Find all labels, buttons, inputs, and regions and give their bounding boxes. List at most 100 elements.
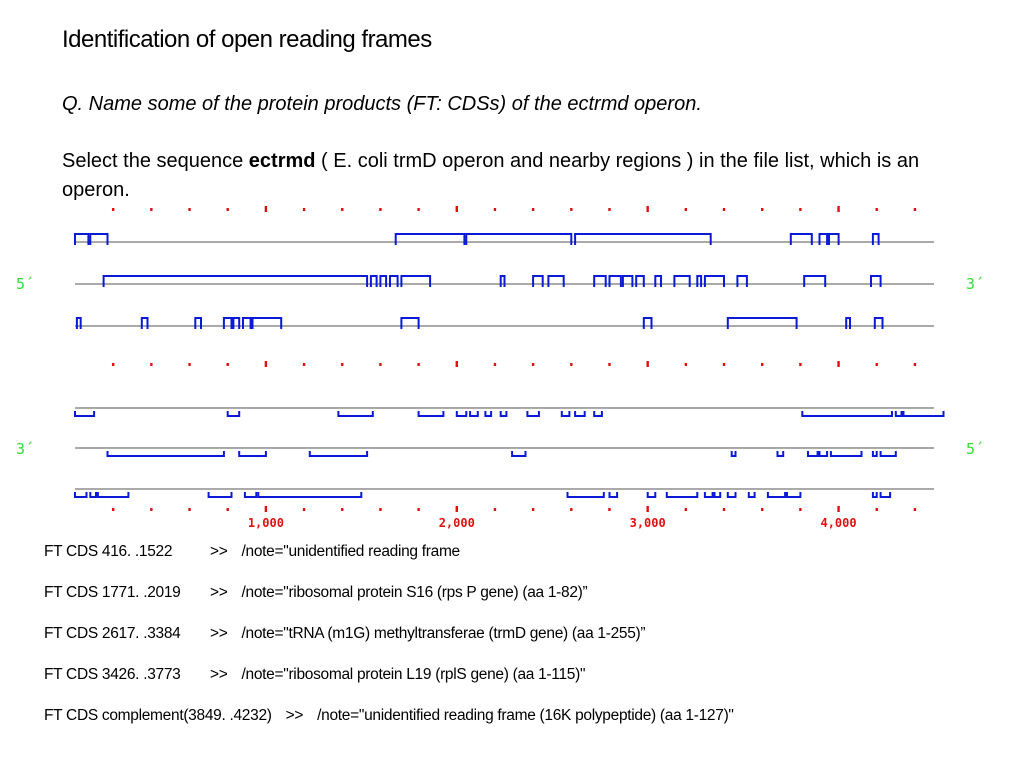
scale-tick	[799, 363, 802, 366]
cds-entry: FT CDS 416. .1522>>/note="unidentified r…	[44, 543, 460, 561]
orf-segment	[74, 492, 88, 498]
scale-tick	[875, 363, 878, 366]
scale-tick	[875, 208, 878, 211]
scale-tick	[531, 208, 535, 211]
orf-segment	[828, 233, 840, 245]
scale-tick	[302, 363, 306, 366]
scale-tick	[646, 506, 649, 512]
reverse-three-prime-label: 3´	[16, 440, 34, 458]
scale-tick	[799, 208, 802, 211]
orf-segment	[593, 275, 607, 287]
orf-segment	[608, 492, 619, 498]
cds-arrow: >>	[210, 666, 228, 683]
orf-segment	[879, 451, 897, 457]
frame-axes	[75, 241, 934, 490]
scale-tick	[608, 363, 611, 366]
orf-segment	[465, 233, 573, 245]
orf-segment	[747, 492, 756, 498]
orf-segment	[74, 233, 90, 245]
scale-tick	[837, 361, 840, 367]
question-text: Q. Name some of the protein products (FT…	[62, 93, 702, 115]
cds-location: FT CDS 416. .1522	[44, 543, 173, 560]
scale-tick	[417, 208, 420, 211]
scale-tick	[111, 363, 115, 366]
orf-segment	[807, 451, 819, 457]
orf-segment	[400, 275, 432, 287]
scale-tick	[455, 506, 458, 512]
orf-segment	[871, 492, 878, 498]
orf-segment	[902, 411, 945, 417]
orf-segment	[703, 275, 725, 287]
scale-label: 1,000	[248, 516, 284, 530]
cds-entry: FT CDS 3426. .3773>>/note="ribosomal pro…	[44, 666, 585, 684]
orf-segment	[75, 317, 82, 329]
scale-tick	[493, 208, 497, 211]
scale-tick	[531, 508, 535, 511]
orf-segment	[389, 275, 399, 287]
orf-segment	[873, 317, 884, 329]
orf-segments	[74, 233, 945, 498]
orf-segment	[894, 411, 903, 417]
orf-segment	[870, 275, 882, 287]
orf-segment	[646, 492, 657, 498]
orf-segment	[593, 411, 603, 417]
scale-tick	[302, 208, 306, 211]
cds-arrow: >>	[210, 543, 228, 560]
scale-tick	[341, 208, 344, 211]
scale-tick	[150, 208, 153, 211]
scale-tick	[570, 208, 573, 211]
cds-note: /note="ribosomal protein S16 (rps P gene…	[241, 584, 588, 601]
orf-segment	[484, 411, 493, 417]
scale-tick	[608, 208, 611, 211]
scale-tick	[341, 363, 344, 366]
orf-segment	[379, 275, 388, 287]
scale-tick	[264, 506, 268, 512]
orf-segment	[369, 275, 378, 287]
scale-tick	[913, 363, 917, 366]
scale-label: 2,000	[439, 516, 475, 530]
orf-segment	[257, 492, 363, 498]
cds-entry: FT CDS 1771. .2019>>/note="ribosomal pro…	[44, 584, 588, 602]
scale-tick	[684, 363, 688, 366]
scale-tick	[302, 508, 306, 511]
orf-segment	[696, 275, 703, 287]
orf-segment	[96, 492, 130, 498]
scale-tick	[913, 208, 917, 211]
orf-segment	[238, 451, 267, 457]
scale-tick	[379, 508, 382, 511]
orf-segment	[845, 317, 851, 329]
scale-tick	[875, 508, 878, 511]
reverse-five-prime-label: 5´	[966, 440, 984, 458]
orf-segment	[871, 451, 878, 457]
orf-segment	[222, 317, 233, 329]
cds-location: FT CDS complement(3849. .4232)	[44, 707, 272, 724]
instruction-text-end: ( E. coli trmD operon and nearby regions…	[62, 150, 920, 201]
orf-segment	[400, 317, 420, 329]
orf-segment	[730, 451, 737, 457]
orf-segment	[789, 233, 813, 245]
cds-entry: FT CDS complement(3849. .4232)>>/note="u…	[44, 707, 734, 725]
scale-tick	[341, 508, 344, 511]
orf-segment	[226, 411, 241, 417]
orf-segment	[532, 275, 544, 287]
orf-segment	[232, 317, 241, 329]
scale-tick	[226, 508, 229, 511]
orf-segment	[89, 492, 97, 498]
scale-tick	[722, 208, 726, 211]
scale-tick	[761, 208, 764, 211]
scale-tick	[799, 508, 802, 511]
orf-segment	[560, 411, 571, 417]
orf-segment	[766, 492, 787, 498]
scale-tick	[570, 363, 573, 366]
scale-tick	[531, 363, 535, 366]
scale-tick	[111, 208, 115, 211]
scale-tick	[646, 206, 649, 212]
orf-segment	[726, 317, 798, 329]
cds-note: /note="unidentified reading frame (16K p…	[317, 707, 734, 724]
orf-segment	[736, 275, 748, 287]
orf-segment	[703, 492, 714, 498]
orf-segment	[574, 411, 586, 417]
orf-segment	[665, 492, 699, 498]
scale-tick	[264, 361, 268, 367]
orf-segment	[499, 275, 506, 287]
